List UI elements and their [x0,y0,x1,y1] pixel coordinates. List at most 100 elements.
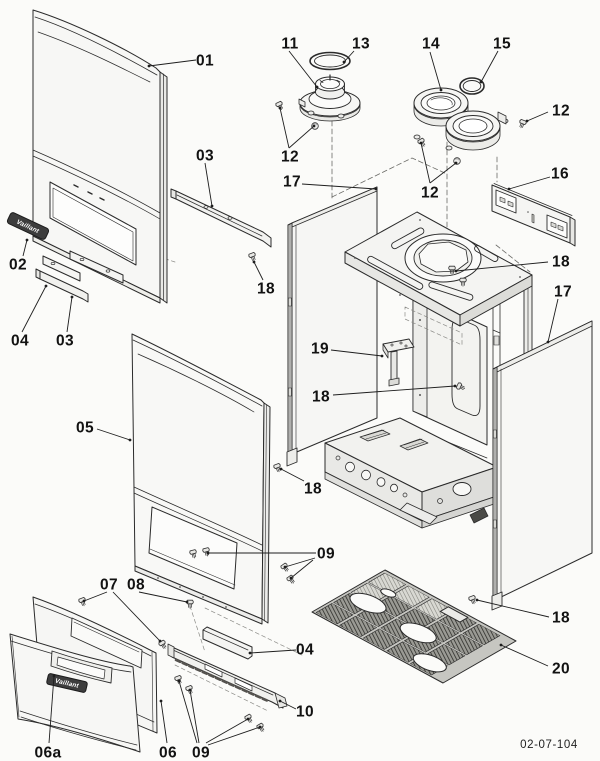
mounting-bars-04-03 [35,250,124,303]
leader-line-16 [508,176,551,190]
leader-line-17a [301,183,377,190]
side-panel-left-17 [286,186,378,467]
leader-dot-11 [315,85,319,89]
bottom-grille-20 [312,570,516,683]
leader-dot-12c [454,161,458,165]
callout-14: 14 [422,36,440,53]
leader-line-20 [500,644,549,667]
leader-dot-17b [546,340,550,344]
leader-dot-06a [52,674,56,678]
leader-line-12b [279,107,290,149]
leader-dot-15 [479,80,483,84]
leader-dot-09b [246,717,250,721]
leader-line-06 [160,700,168,744]
leader-dot-12b [312,124,316,128]
leader-line-09a [284,557,316,568]
leader-line-04b [249,649,297,654]
callout-09b: 09 [192,745,210,761]
leader-line-06a [48,675,55,744]
leader-line-18a [253,261,264,281]
doc-code: 02-07-104 [520,739,578,751]
callout-12c: 12 [421,185,439,202]
leader-dot-18a [252,260,256,264]
leader-dot-09a [283,565,287,569]
callout-12b: 12 [281,149,299,166]
callout-06a: 06a [34,745,61,761]
leader-dot-18b [454,269,458,273]
sealing-ring-15 [459,77,485,95]
leader-line-09b [207,726,261,746]
leader-line-01 [148,59,197,67]
leader-line-11 [288,50,318,88]
leader-line-03a [204,162,213,207]
flue-collar-11 [298,74,361,122]
callout-10: 10 [296,704,314,721]
leader-line-19 [330,349,383,357]
leader-dot-04b [248,651,252,655]
callout-08: 08 [127,577,145,594]
callout-07: 07 [100,577,118,594]
leader-line-09b [178,680,198,744]
leader-line-12c [420,142,431,184]
leader-dot-03b [70,295,74,299]
leader-dot-18e [475,598,479,602]
leader-line-07 [112,591,161,642]
support-bracket-19 [382,338,415,387]
side-panel-right-17 [491,320,593,611]
leader-dot-17a [374,187,378,191]
leader-dot-18c [453,384,457,388]
lower-strip-04 [202,626,253,660]
callout-18c: 18 [312,389,330,406]
leader-line-02 [22,239,28,257]
leader-line-18c [332,385,456,396]
leader-dot-09a [206,551,210,555]
leader-line-18e [476,599,550,618]
leader-line-09b [189,689,200,744]
callout-16: 16 [551,166,569,183]
leader-dot-09b [258,725,262,729]
leader-line-13 [343,50,355,63]
leader-dot-09a [289,576,293,580]
leader-line-04a [21,285,47,333]
callout-06: 06 [159,745,177,761]
leader-line-12a [526,111,549,122]
twin-flue-adapter-14 [413,87,509,151]
serrated-rail-10 [167,643,288,709]
leader-dot-05 [128,438,132,442]
callout-19: 19 [311,341,329,358]
callout-04b: 04 [296,642,314,659]
leader-dot-19 [380,354,384,358]
leader-dot-02 [25,238,29,242]
callout-18e: 18 [552,610,570,627]
leader-dot-09b [177,679,181,683]
leader-dot-07 [82,599,86,603]
callout-05: 05 [76,420,94,437]
callout-18b: 18 [552,254,570,271]
callout-02: 02 [9,257,27,274]
callout-12a: 12 [552,103,570,120]
leader-line-18b [455,261,549,272]
callout-15: 15 [493,36,511,53]
leader-line-12c [429,162,457,184]
leader-dot-18d [279,467,283,471]
leader-dot-14 [439,88,443,92]
callout-09a: 09 [317,546,335,563]
callout-18a: 18 [257,281,275,298]
callout-03a: 03 [196,148,214,165]
leader-dot-09b [188,688,192,692]
callout-17b: 17 [554,284,572,301]
front-panel-05 [131,333,271,625]
leader-line-09b [205,718,249,744]
leader-line-18d [280,468,305,482]
leader-dot-12a [525,119,529,123]
leader-line-03b [66,296,73,333]
leader-dot-06 [159,699,163,703]
leader-line-05 [96,428,131,441]
leader-line-12b [288,125,315,149]
callout-13: 13 [352,36,370,53]
callout-04a: 04 [11,333,29,350]
leader-dot-03a [210,204,214,208]
